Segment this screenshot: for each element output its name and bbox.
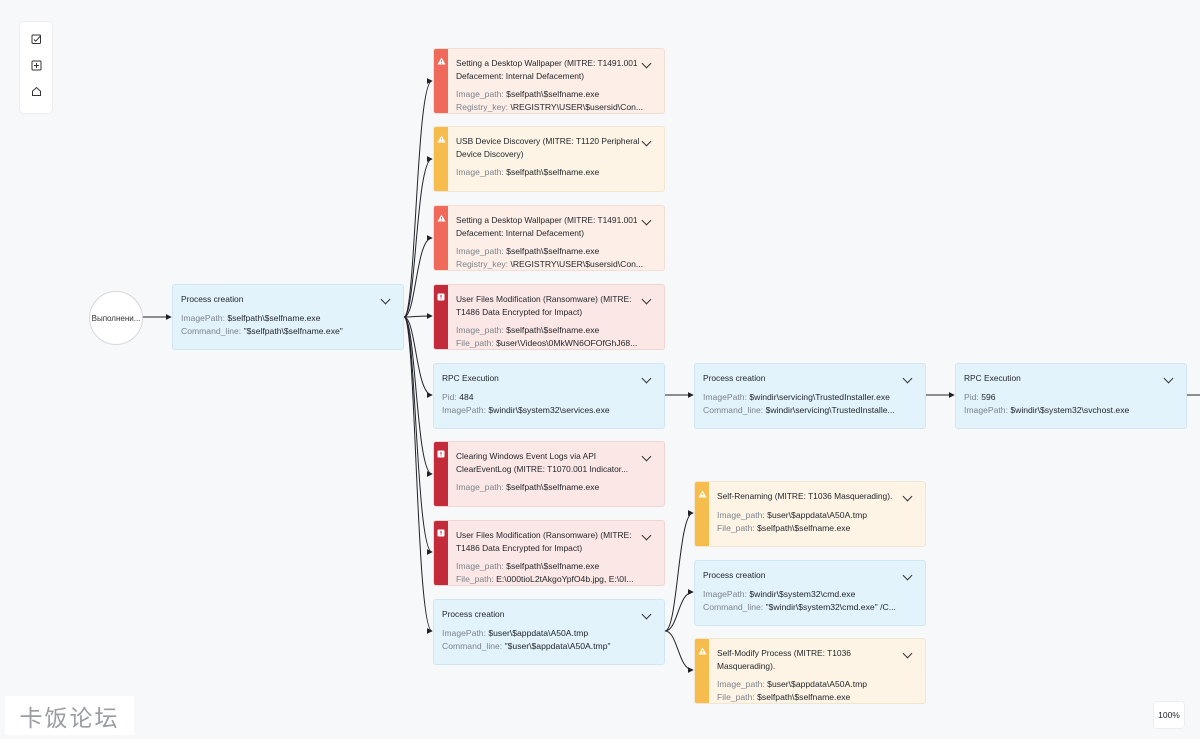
edge-root-a3 — [403, 235, 433, 318]
node-field: File_path: $user\Videos\0MkWN6OFOfGhJ68.… — [456, 338, 638, 348]
node-field: Image_path: $selfpath\$selfname.exe — [456, 325, 600, 335]
critical-alert-icon — [434, 285, 448, 349]
node-field: Command_line: "$user\$appdata\A50A.tmp" — [442, 640, 611, 651]
node-field: File_path: E:\000tioL2tAkgoYpfO4b.jpg, E… — [456, 574, 634, 584]
edge-root-a6 — [403, 316, 433, 555]
node-field: ImagePath: $windir\$system32\services.ex… — [442, 404, 610, 415]
node-title: Clearing Windows Event Logs via API Clea… — [456, 451, 629, 474]
warning-triangle-icon — [434, 49, 448, 113]
start-node[interactable]: Выполнени... — [89, 291, 143, 345]
node-field: ImagePath: $windir\servicing\TrustedInst… — [703, 391, 890, 402]
node-process-creation-trustedinstaller[interactable]: Process creation ImagePath: $windir\serv… — [694, 363, 926, 429]
node-field: Image_path: $selfpath\$selfname.exe — [456, 167, 600, 177]
node-alert-ransomware-2[interactable]: User Files Modification (Ransomware) (MI… — [433, 520, 665, 586]
node-field: ImagePath: $windir\$system32\cmd.exe — [703, 588, 856, 599]
watermark-logo: 卡饭论坛 — [5, 696, 134, 735]
node-title: Process creation — [181, 294, 244, 304]
node-field: Pid: 484 — [442, 391, 474, 402]
node-title: User Files Modification (Ransomware) (MI… — [456, 294, 632, 317]
node-process-creation-root[interactable]: Process creation ImagePath: $selfpath\$s… — [172, 284, 404, 350]
check-square-icon[interactable] — [28, 31, 44, 47]
node-field: File_path: $selfpath\$selfname.exe — [717, 522, 851, 533]
node-title: RPC Execution — [964, 373, 1021, 383]
node-rpc-execution-2[interactable]: RPC Execution Pid: 596 ImagePath: $windi… — [955, 363, 1187, 429]
warning-triangle-icon — [434, 127, 448, 191]
graph-toolbar — [20, 22, 52, 113]
node-title: Self-Renaming (MITRE: T1036 Masquerading… — [717, 491, 893, 501]
node-alert-self-renaming[interactable]: Self-Renaming (MITRE: T1036 Masquerading… — [694, 481, 926, 547]
edge-proc-a50a-cmd — [664, 589, 694, 632]
edge-root-a4 — [403, 313, 433, 320]
node-alert-clear-event-logs[interactable]: Clearing Windows Event Logs via API Clea… — [433, 441, 665, 507]
edge-root-a1 — [403, 78, 433, 318]
critical-alert-icon — [434, 521, 448, 585]
node-title: Self-Modify Process (MITRE: T1036 Masque… — [717, 648, 851, 671]
edge-proc-a50a-a8 — [664, 630, 694, 673]
node-field: ImagePath: $user\$appdata\A50A.tmp — [442, 627, 589, 638]
warning-triangle-icon — [695, 639, 709, 703]
node-field: Image_path: $selfpath\$selfname.exe — [456, 246, 600, 256]
edge-root-a5 — [403, 316, 433, 477]
node-field: Image_path: $user\$appdata\A50A.tmp — [717, 679, 868, 689]
node-field: ImagePath: $windir\$system32\svchost.exe — [964, 404, 1130, 415]
warning-triangle-icon — [695, 482, 709, 546]
node-alert-self-modify[interactable]: Self-Modify Process (MITRE: T1036 Masque… — [694, 638, 926, 704]
node-process-creation-cmd[interactable]: Process creation ImagePath: $windir\$sys… — [694, 560, 926, 626]
home-icon[interactable] — [28, 83, 44, 99]
critical-alert-icon — [434, 442, 448, 506]
edge-root-proc-a50a — [403, 316, 433, 634]
zoom-level[interactable]: 100% — [1154, 702, 1184, 728]
node-field: Image_path: $user\$appdata\A50A.tmp — [717, 509, 868, 520]
edge-proc-a50a-a7 — [664, 510, 694, 632]
node-title: User Files Modification (Ransomware) (MI… — [456, 530, 632, 553]
node-alert-wallpaper-2[interactable]: Setting a Desktop Wallpaper (MITRE: T149… — [433, 205, 665, 271]
node-field: Image_path: $selfpath\$selfname.exe — [456, 482, 600, 492]
node-rpc-execution-1[interactable]: RPC Execution Pid: 484 ImagePath: $windi… — [433, 363, 665, 429]
edge-root-a2 — [403, 156, 433, 318]
warning-triangle-icon — [434, 206, 448, 270]
node-alert-usb-discovery[interactable]: USB Device Discovery (MITRE: T1120 Perip… — [433, 126, 665, 192]
node-title: Setting a Desktop Wallpaper (MITRE: T149… — [456, 215, 638, 238]
node-field: Command_line: $windir\servicing\TrustedI… — [703, 404, 895, 415]
node-field: Pid: 596 — [964, 391, 996, 402]
node-field: Command_line: "$selfpath\$selfname.exe" — [181, 325, 343, 336]
node-title: Process creation — [442, 609, 505, 619]
node-title: USB Device Discovery (MITRE: T1120 Perip… — [456, 136, 640, 159]
node-title: RPC Execution — [442, 373, 499, 383]
start-node-label: Выполнени... — [91, 313, 141, 323]
node-title: Process creation — [703, 373, 766, 383]
node-alert-ransomware-1[interactable]: User Files Modification (Ransomware) (MI… — [433, 284, 665, 350]
node-field: Image_path: $selfpath\$selfname.exe — [456, 561, 600, 571]
node-title: Setting a Desktop Wallpaper (MITRE: T149… — [456, 58, 638, 81]
node-title: Process creation — [703, 570, 766, 580]
node-process-creation-a50a[interactable]: Process creation ImagePath: $user\$appda… — [433, 599, 665, 665]
plus-square-icon[interactable] — [28, 57, 44, 73]
node-field: ImagePath: $selfpath\$selfname.exe — [181, 312, 321, 323]
node-alert-wallpaper-1[interactable]: Setting a Desktop Wallpaper (MITRE: T149… — [433, 48, 665, 114]
edge-root-rpc1 — [403, 316, 433, 398]
node-field: Registry_key: \REGISTRY\USER\$usersid\Co… — [456, 102, 644, 112]
node-field: File_path: $selfpath\$selfname.exe — [717, 692, 851, 702]
node-field: Image_path: $selfpath\$selfname.exe — [456, 89, 600, 99]
node-field: Registry_key: \REGISTRY\USER\$usersid\Co… — [456, 259, 644, 269]
node-field: Command_line: "$windir\$system32\cmd.exe… — [703, 601, 896, 612]
